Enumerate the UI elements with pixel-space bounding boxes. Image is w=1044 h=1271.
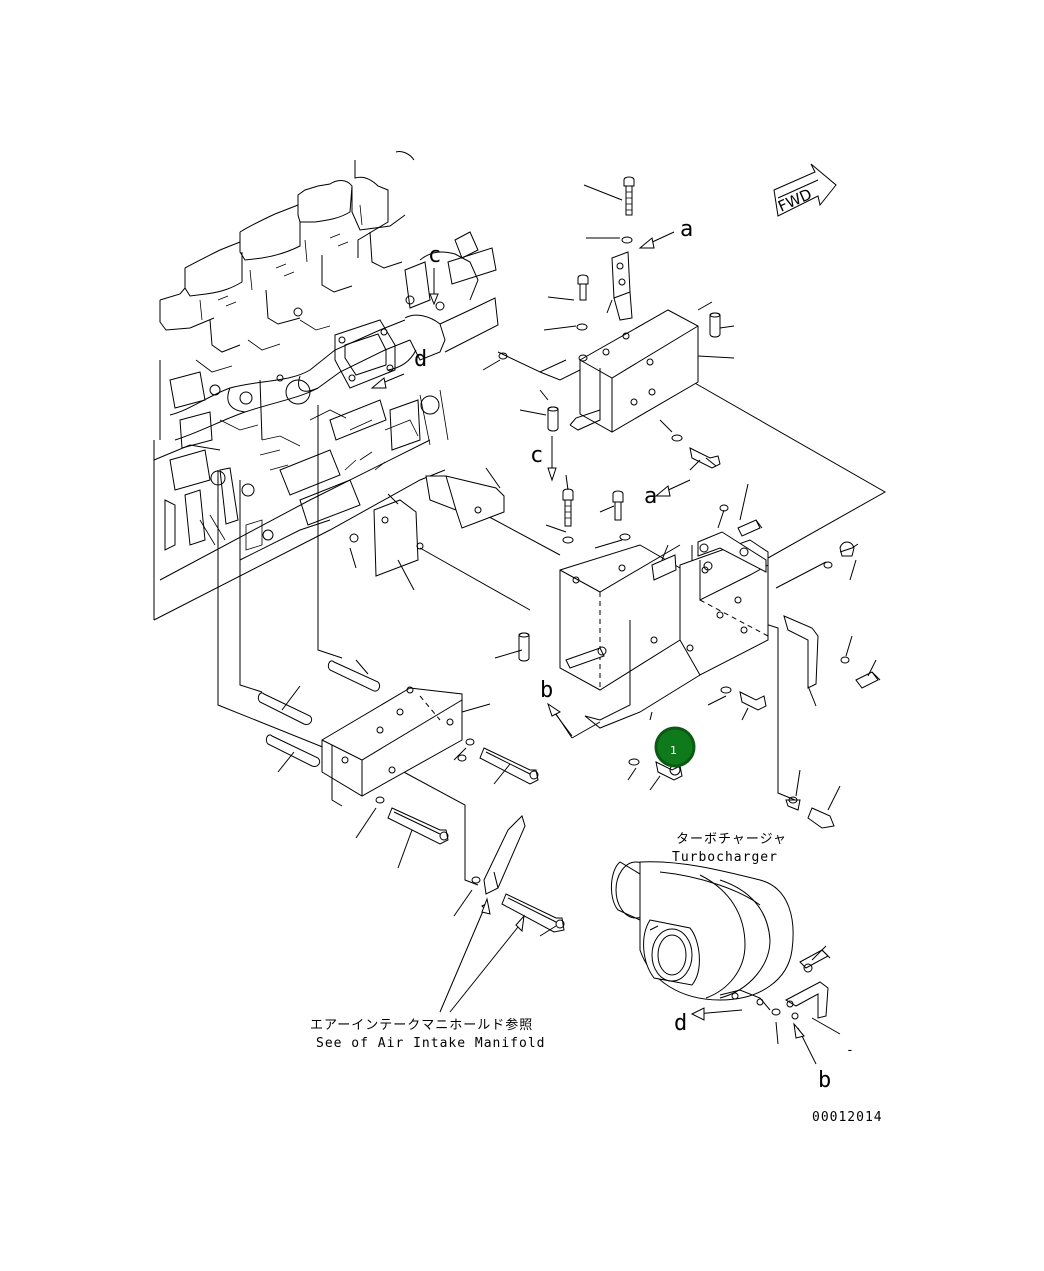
drawing-number: 00012014	[812, 1110, 883, 1125]
turbocharger	[611, 861, 841, 1065]
letter-c-upper: c	[428, 243, 441, 268]
stray-mark: -	[846, 1043, 855, 1058]
upper-heat-shield	[482, 176, 735, 471]
callout-1[interactable]: 1	[654, 726, 696, 768]
fwd-arrow-icon: FWD	[773, 163, 837, 217]
letter-d-lower: d	[674, 1011, 687, 1036]
lower-heat-shield	[257, 659, 565, 1013]
reference-arrows	[370, 231, 691, 737]
engine-block	[153, 151, 499, 621]
letter-a-upper: a	[680, 217, 693, 242]
air-intake-caption-jp: エアーインテークマニホールド参照	[310, 1017, 533, 1033]
callout-1-number: 1	[670, 744, 677, 757]
middle-heat-shield	[349, 467, 881, 829]
letter-b-right: b	[818, 1068, 831, 1093]
air-intake-caption-en: See of Air Intake Manifold	[316, 1036, 546, 1051]
letter-a-lower: a	[644, 484, 657, 509]
callout-1-circle[interactable]	[654, 726, 696, 768]
turbocharger-caption-en: Turbocharger	[672, 850, 778, 865]
letter-b-left: b	[540, 678, 553, 703]
turbocharger-caption-jp: ターボチャージャ	[676, 832, 787, 847]
letter-c-lower: c	[530, 443, 543, 468]
letter-d-upper: d	[414, 347, 427, 372]
